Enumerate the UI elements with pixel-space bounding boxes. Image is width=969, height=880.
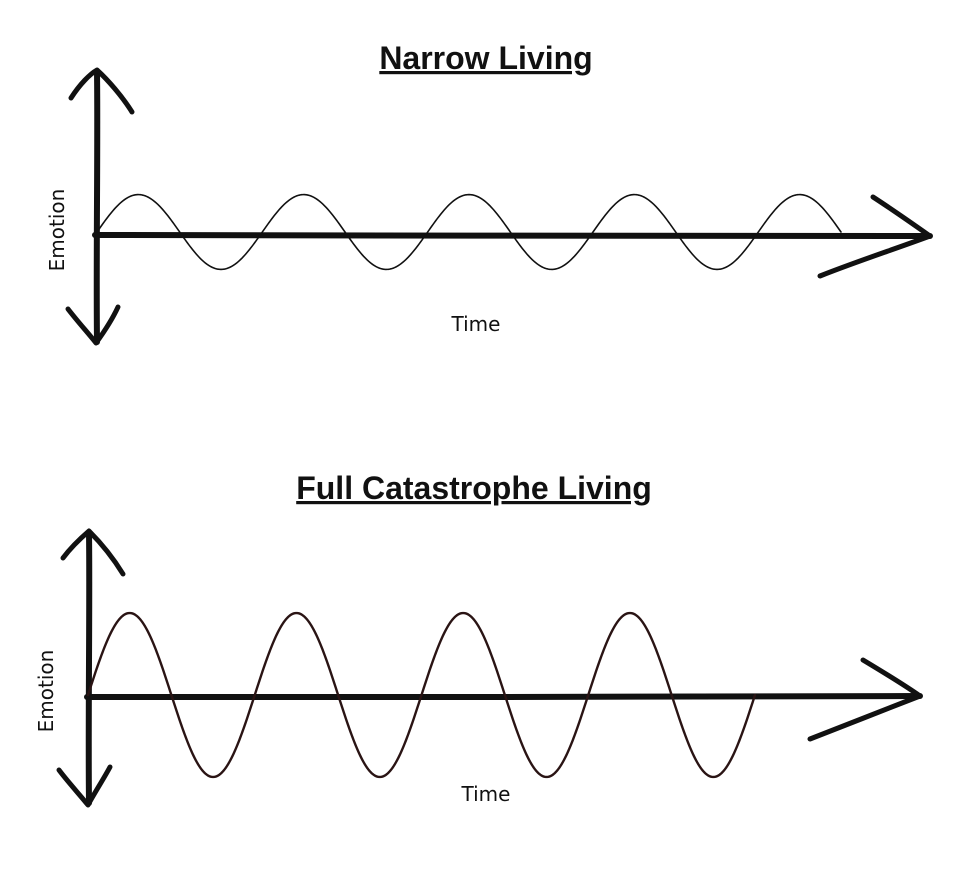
x-axis <box>84 692 923 701</box>
y-axis <box>85 530 93 806</box>
x-axis-right-arrow-icon <box>817 194 933 279</box>
panel-full-catastrophe-living: Full Catastrophe Living Time Emotion <box>34 470 923 808</box>
y-axis-down-arrow-icon <box>65 304 121 346</box>
x-axis <box>92 232 933 239</box>
y-axis-up-arrow-icon <box>60 528 126 577</box>
panel-title: Narrow Living <box>379 40 592 76</box>
y-axis <box>93 69 101 345</box>
x-axis-right-arrow-icon <box>807 657 923 742</box>
panel-narrow-living: Narrow Living Time Emotion <box>45 40 933 346</box>
y-axis-label: Emotion <box>45 189 69 272</box>
y-axis-up-arrow-icon <box>68 67 135 115</box>
x-axis-label: Time <box>451 312 501 336</box>
emotion-wave-narrow <box>96 193 842 271</box>
y-axis-down-arrow-icon <box>56 764 113 808</box>
emotion-wave-full <box>86 611 757 779</box>
x-axis-label: Time <box>461 782 511 806</box>
y-axis-label: Emotion <box>34 650 58 733</box>
panel-title: Full Catastrophe Living <box>296 470 652 506</box>
